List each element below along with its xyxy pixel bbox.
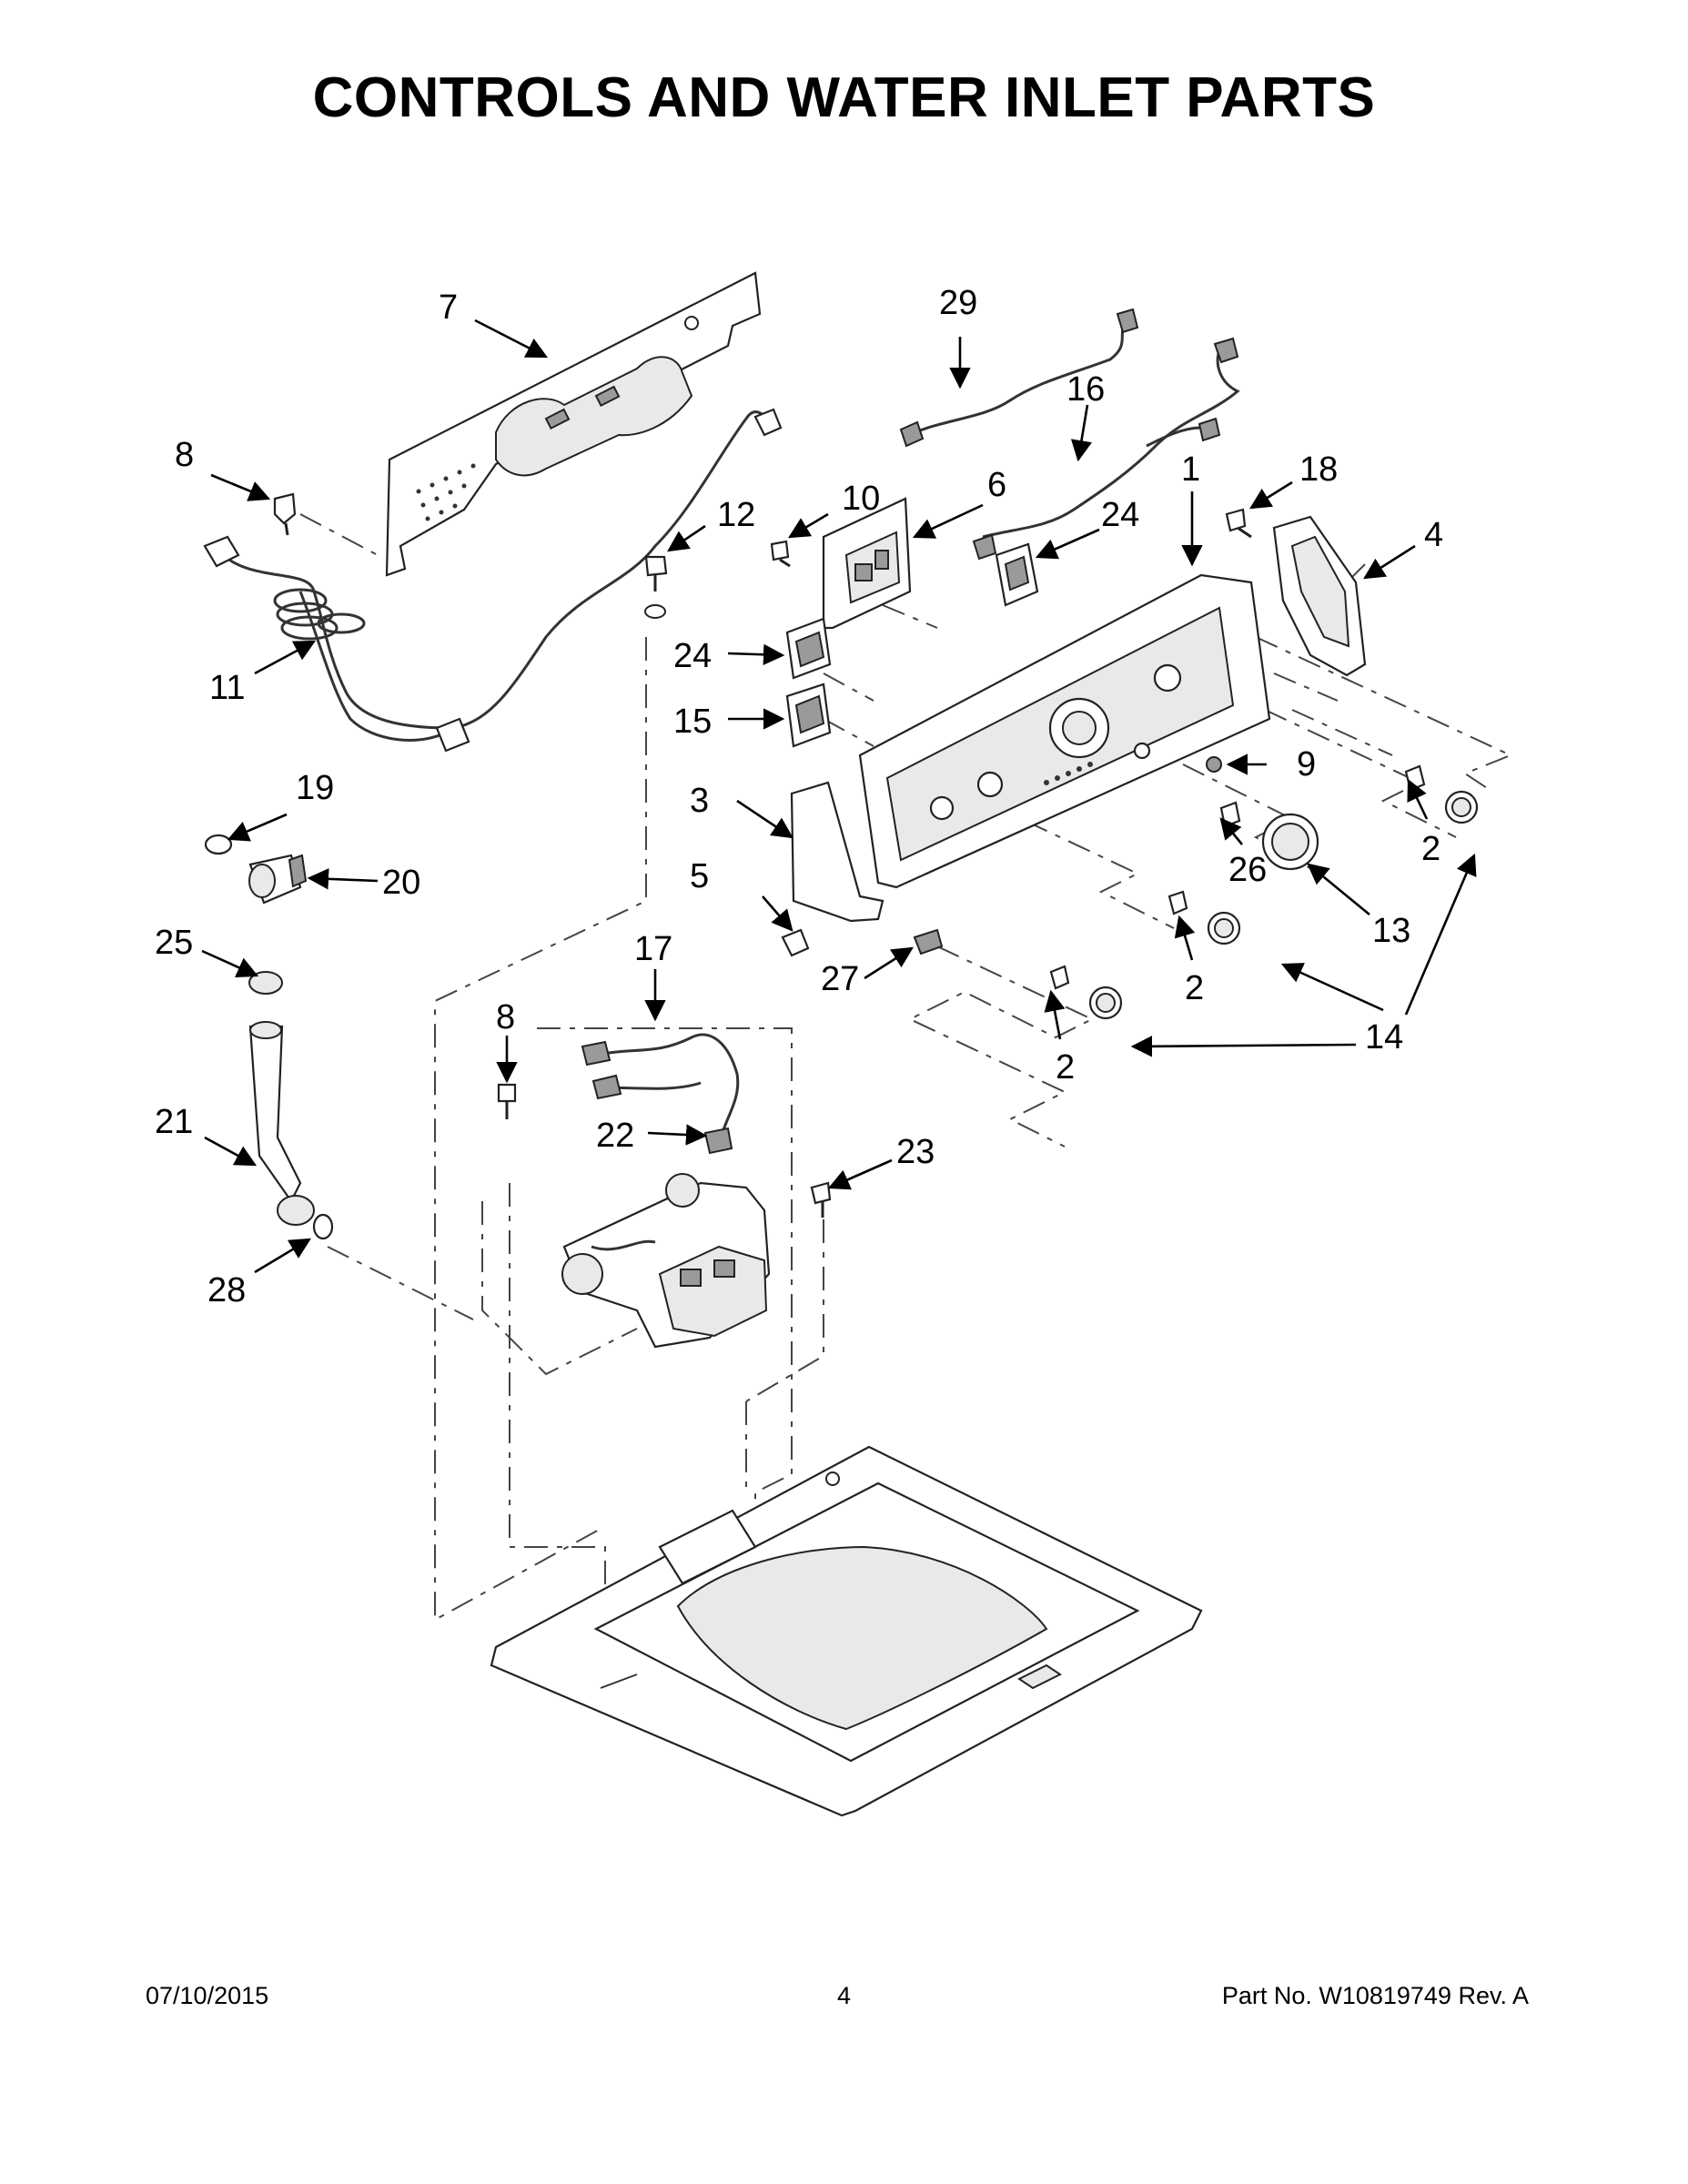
end-cap-3	[790, 781, 884, 923]
callout-25: 25	[155, 924, 193, 962]
assembly-guide-lines	[299, 513, 1513, 1622]
callout-22: 22	[596, 1117, 634, 1155]
washer-top-panel	[490, 1445, 1203, 1817]
power-cord-harness	[203, 408, 783, 753]
part-27	[913, 928, 944, 956]
callout-2-bottom: 2	[1056, 1048, 1075, 1087]
footer-page-number: 4	[836, 1982, 852, 2009]
console-rear-panel	[385, 271, 762, 577]
callout-29: 29	[939, 284, 977, 322]
end-cap-4	[1272, 515, 1367, 677]
callout-8-bottom: 8	[496, 998, 515, 1036]
callout-11: 11	[209, 669, 245, 707]
callout-17: 17	[634, 930, 672, 968]
callout-19: 19	[296, 769, 334, 807]
screw-23	[810, 1181, 832, 1218]
callout-18: 18	[1299, 450, 1338, 489]
knob-insert-9	[1206, 756, 1222, 773]
clip-5	[781, 928, 810, 957]
knob-2-bottom	[1049, 965, 1123, 1020]
switch-15	[785, 682, 832, 748]
wire-harness-29	[899, 308, 1139, 448]
callout-12: 12	[717, 496, 755, 534]
callout-15: 15	[673, 703, 712, 741]
callout-27: 27	[821, 960, 859, 998]
callout-4: 4	[1424, 516, 1443, 554]
screw-8-bottom	[497, 1083, 517, 1119]
hose-21	[248, 1021, 315, 1226]
harness-17	[581, 1033, 740, 1155]
screw-12	[644, 555, 668, 592]
knob-2-mid	[1167, 890, 1241, 945]
knob-13	[1261, 813, 1319, 871]
callout-24-left: 24	[673, 637, 712, 675]
callout-5: 5	[690, 857, 709, 895]
screw-18	[1225, 508, 1252, 539]
leader-arrows	[201, 318, 1477, 1274]
callout-13: 13	[1372, 912, 1410, 950]
callout-9: 9	[1297, 745, 1316, 784]
callout-2-right: 2	[1421, 830, 1440, 868]
callout-26: 26	[1228, 851, 1267, 889]
hose-elbow-20	[248, 854, 308, 905]
callout-23: 23	[896, 1133, 935, 1171]
footer-date: 07/10/2015	[146, 1982, 269, 2009]
wire-harness-16	[972, 337, 1240, 561]
footer-part-number: Part No. W10819749 Rev. A	[1221, 1982, 1529, 2009]
page-title: CONTROLS AND WATER INLET PARTS	[312, 66, 1376, 129]
switch-24-left	[785, 617, 832, 680]
callout-24-right: 24	[1101, 496, 1139, 534]
control-board-6	[822, 497, 912, 630]
washer-19	[204, 834, 233, 855]
callout-10: 10	[842, 480, 880, 518]
console-1	[858, 573, 1271, 889]
callout-8-top: 8	[175, 436, 194, 474]
callout-21: 21	[155, 1103, 193, 1141]
screw-10	[770, 540, 791, 568]
callout-28: 28	[207, 1271, 246, 1309]
callout-20: 20	[382, 864, 420, 902]
callout-6: 6	[987, 466, 1006, 504]
washer-28	[312, 1213, 334, 1240]
callout-7: 7	[439, 288, 458, 327]
screw-8-top	[273, 492, 297, 536]
callout-14: 14	[1365, 1018, 1403, 1057]
switch-24-right	[995, 542, 1039, 607]
callout-2-mid: 2	[1185, 969, 1204, 1007]
callout-3: 3	[690, 782, 709, 820]
callout-numbers: 7 29 16 8 10 6 1 18 12 24 4 11 24 15 9 1…	[155, 284, 1443, 1309]
callout-16: 16	[1066, 370, 1105, 409]
callout-1: 1	[1181, 450, 1200, 489]
water-valve-dispenser	[561, 1173, 771, 1349]
